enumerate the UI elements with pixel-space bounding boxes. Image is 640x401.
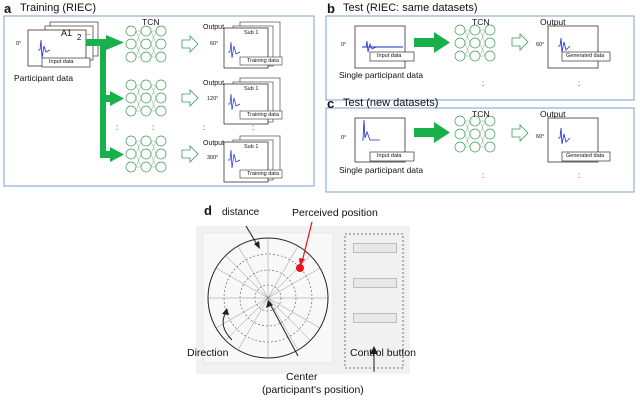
control-button-1	[353, 243, 397, 253]
panel-c-input-label: Input data	[377, 153, 402, 159]
panel-a-frame	[3, 15, 315, 187]
panel-c-output-arrow	[511, 124, 529, 142]
panel-c-ellipsis-1: :	[482, 171, 485, 180]
tcn-network-1	[125, 25, 167, 63]
panel-b-generated: Generated data	[566, 53, 605, 59]
output-stack-2	[223, 77, 283, 125]
panel-b-angle: 0°	[341, 42, 347, 48]
panel-b-output-box	[547, 25, 611, 69]
output-3-angle: 300°	[207, 155, 219, 161]
output-arrow-3	[181, 145, 199, 163]
panel-b-letter: b	[327, 1, 335, 16]
output-arrow-2	[181, 89, 199, 107]
panel-c-output-label: Output	[540, 109, 566, 119]
output-2-training: Training data	[247, 112, 279, 118]
panel-b-tcn-label: TCN	[472, 17, 490, 27]
output-2-angle: 120°	[207, 96, 219, 102]
panel-a-ellipsis-3: :	[203, 123, 206, 132]
output-arrow-1	[181, 35, 199, 53]
panel-c-input-box	[354, 117, 415, 163]
panel-a-ellipsis-2: :	[152, 123, 155, 132]
distance-label: distance	[222, 207, 260, 218]
panel-c-angle: 0°	[341, 135, 347, 141]
panel-a-letter: a	[4, 1, 12, 16]
panel-b-ellipsis-2: :	[578, 79, 581, 88]
panel-b-frame	[325, 15, 635, 101]
panel-c-letter: c	[327, 96, 335, 111]
tcn-network-2	[125, 79, 167, 117]
panel-b-participant-label: Single participant data	[339, 70, 424, 80]
output-3-label: Output	[203, 140, 225, 147]
panel-a-ellipsis-1: :	[116, 123, 119, 132]
panel-b-ellipsis-1: :	[482, 79, 485, 88]
control-button-label: Control button	[350, 347, 416, 359]
panel-a-input-angle: 0°	[16, 41, 22, 47]
control-button-3	[353, 313, 397, 323]
panel-b-title: Test (RIEC: same datasets)	[343, 2, 478, 14]
panel-c-tcn-network	[454, 115, 496, 153]
participant-data-stack	[27, 21, 99, 68]
panel-a-title: Training (RIEC)	[20, 2, 96, 14]
panel-c-ellipsis-2: :	[578, 171, 581, 180]
participant-data-label: Participant data	[14, 73, 74, 83]
center-sub-label: (participant's position)	[262, 384, 364, 396]
panel-a-ellipsis-4: :	[252, 123, 255, 132]
panel-b-input-box	[354, 25, 415, 69]
output-2-label: Output	[203, 80, 225, 87]
panel-d-annotation-arrows	[222, 221, 378, 372]
panel-d-screenshot	[196, 226, 410, 374]
panel-c-generated: Generated data	[566, 153, 605, 159]
output-1-label: Output	[203, 24, 225, 31]
output-1-angle: 60°	[210, 41, 219, 47]
panel-c-green-arrow	[414, 122, 450, 143]
panel-c-tcn-label: TCN	[472, 109, 490, 119]
control-button-2	[353, 278, 397, 288]
panel-a-tcn-label: TCN	[142, 17, 160, 27]
panel-c-frame	[325, 107, 635, 193]
panel-c-output-box	[547, 117, 611, 163]
panel-c-out-angle: 60°	[536, 134, 545, 140]
stack-dots: ...	[85, 30, 91, 37]
panel-b-output-arrow	[511, 33, 529, 51]
panel-b-output-label: Output	[540, 17, 566, 27]
perceived-position-marker	[296, 264, 304, 272]
perceived-position-label: Perceived position	[292, 207, 378, 219]
output-3-sub: Sub 1	[244, 144, 259, 150]
green-branch-arrows	[86, 35, 124, 162]
panel-c-title: Test (new datasets)	[343, 97, 439, 109]
output-stack-3	[223, 135, 283, 183]
panel-a-input-label: Input data	[49, 59, 74, 65]
stack-label-front: A1	[61, 28, 73, 38]
center-label: Center	[286, 371, 318, 383]
output-3-training: Training data	[247, 171, 279, 177]
panel-b-tcn-network	[454, 24, 496, 62]
panel-b-green-arrow	[414, 32, 450, 53]
output-2-sub: Sub 1	[244, 86, 259, 92]
stack-label-back: 2	[77, 33, 82, 42]
output-1-training: Training data	[247, 58, 279, 64]
panel-d-letter: d	[204, 203, 212, 218]
direction-label: Direction	[187, 347, 229, 359]
output-stack-1	[223, 21, 283, 69]
panel-b-input-label: Input data	[377, 53, 402, 59]
output-1-sub: Sub 1	[244, 30, 259, 36]
tcn-network-3	[125, 135, 167, 173]
panel-c-participant-label: Single participant data	[339, 165, 424, 175]
panel-b-out-angle: 60°	[536, 42, 545, 48]
